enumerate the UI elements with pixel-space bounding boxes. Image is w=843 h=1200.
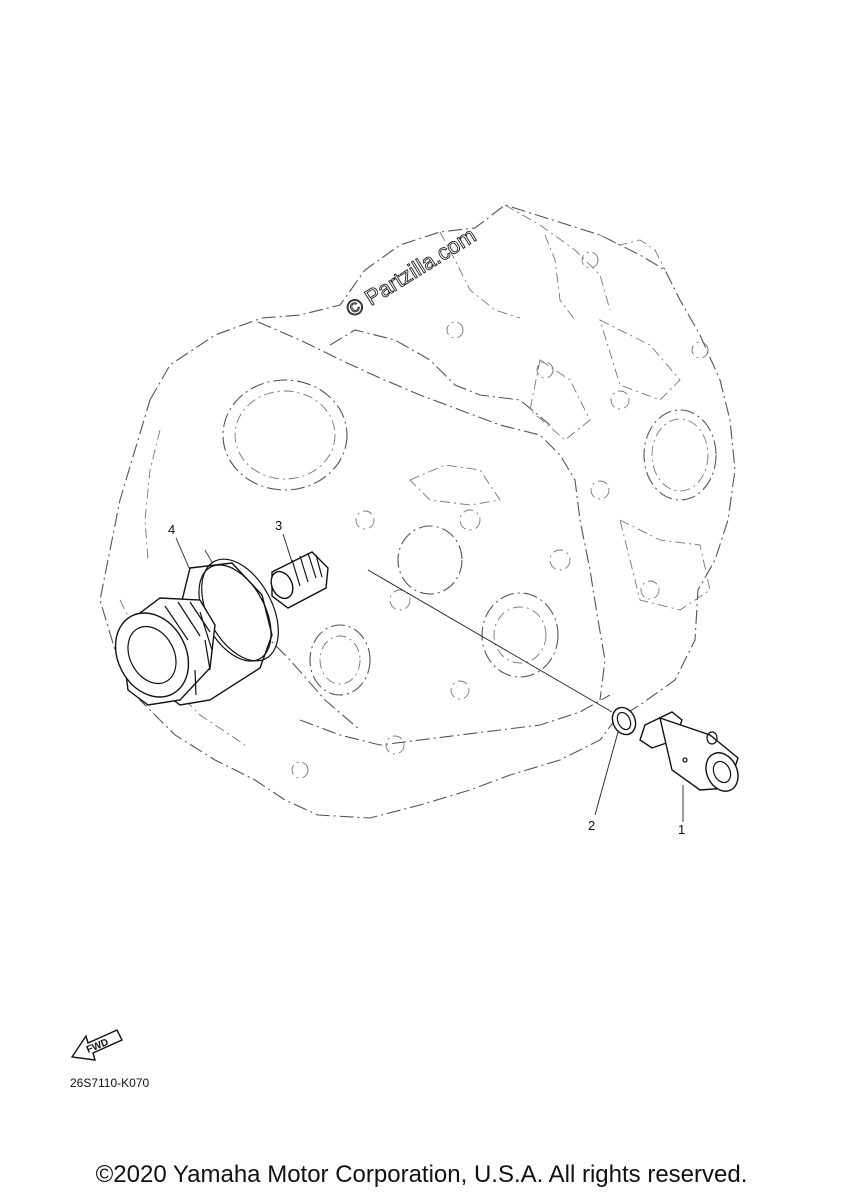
sensor-part-1 (639, 711, 739, 792)
o-ring-part-2 (611, 706, 637, 736)
callout-3-leader (282, 533, 293, 563)
callout-1[interactable]: 1 (678, 822, 685, 837)
crankcase-outline (99, 204, 736, 819)
callout-2[interactable]: 2 (588, 818, 595, 833)
fwd-arrow-icon: FWD (70, 1029, 123, 1061)
copyright-notice: ©2020 Yamaha Motor Corporation, U.S.A. A… (95, 1161, 748, 1188)
callout-4-leader (175, 537, 191, 571)
union-bolt-part-3 (270, 551, 329, 609)
callout-3[interactable]: 3 (275, 518, 282, 533)
assembly-leader-line (367, 569, 613, 713)
callout-2-leader (594, 731, 619, 816)
callout-4[interactable]: 4 (168, 522, 175, 537)
partzilla-watermark: © Partzilla.com (341, 222, 480, 322)
diagram-code: 26S7110-K070 (70, 1076, 150, 1090)
oil-filter-part-4 (114, 558, 279, 706)
fwd-label: FWD (85, 1037, 110, 1056)
